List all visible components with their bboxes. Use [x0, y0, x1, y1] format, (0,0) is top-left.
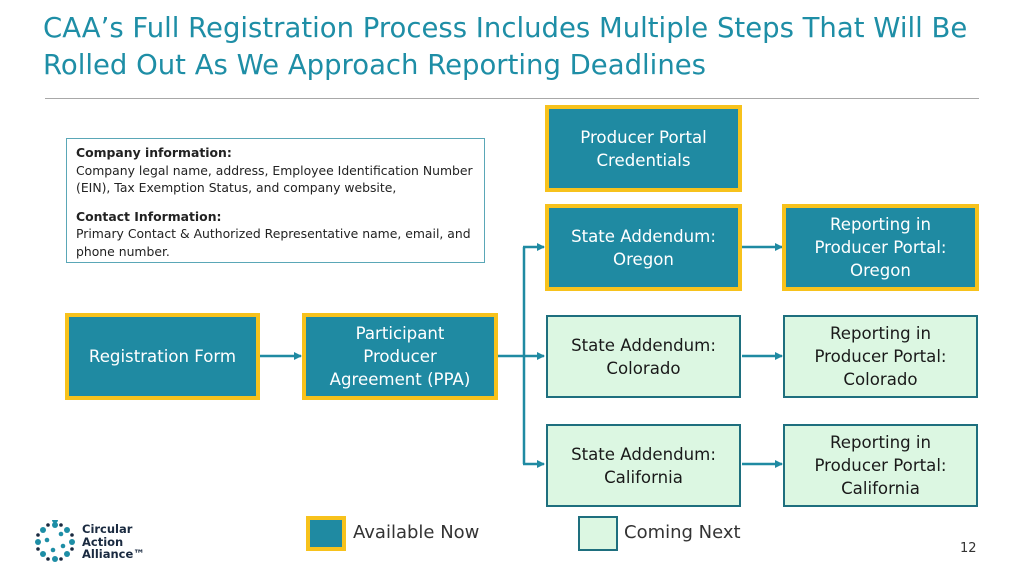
node-reporting-oregon-label: Reporting in Producer Portal: Oregon	[814, 215, 947, 280]
node-reporting-colorado-label: Reporting in Producer Portal: Colorado	[814, 324, 947, 389]
node-ppa-label: Participant Producer Agreement (PPA)	[329, 324, 471, 389]
legend-coming-swatch	[578, 516, 618, 551]
node-addendum-california: State Addendum: California	[546, 424, 741, 507]
node-addendum-colorado-label: State Addendum: Colorado	[571, 335, 716, 378]
logo-line-3: Alliance™	[82, 547, 145, 561]
node-addendum-oregon: State Addendum: Oregon	[545, 204, 742, 291]
company-info-text: Company legal name, address, Employee Id…	[76, 162, 473, 196]
node-registration-form: Registration Form	[65, 313, 260, 400]
node-addendum-california-label: State Addendum: California	[571, 444, 716, 487]
page-number: 12	[960, 541, 977, 556]
node-reporting-colorado: Reporting in Producer Portal: Colorado	[783, 315, 978, 398]
circular-action-alliance-logo-icon	[35, 520, 75, 562]
legend-available-swatch	[306, 516, 346, 551]
logo-line-2: Action	[82, 534, 124, 549]
logo-line-1: Circular	[82, 522, 133, 536]
logo-wordmark: Circular Action Alliance™	[82, 523, 145, 561]
node-reporting-california-label: Reporting in Producer Portal: California	[814, 433, 947, 498]
slide-title: CAA’s Full Registration Process Includes…	[43, 12, 968, 81]
node-credentials: Producer Portal Credentials	[545, 105, 742, 192]
legend-coming-label: Coming Next	[624, 522, 741, 543]
node-addendum-oregon-label: State Addendum: Oregon	[571, 226, 716, 269]
node-reporting-california: Reporting in Producer Portal: California	[783, 424, 978, 507]
node-ppa: Participant Producer Agreement (PPA)	[302, 313, 498, 400]
node-reporting-oregon: Reporting in Producer Portal: Oregon	[782, 204, 979, 291]
node-addendum-colorado: State Addendum: Colorado	[546, 315, 741, 398]
contact-info-heading: Contact Information:	[76, 208, 222, 224]
legend-available-label: Available Now	[353, 522, 480, 543]
node-registration-form-label: Registration Form	[88, 347, 237, 366]
title-divider	[45, 98, 979, 99]
node-credentials-label: Producer Portal Credentials	[580, 127, 707, 170]
info-box: Company information: Company legal name,…	[66, 138, 485, 263]
company-info-heading: Company information:	[76, 145, 232, 160]
contact-info-text: Primary Contact & Authorized Representat…	[76, 226, 471, 259]
